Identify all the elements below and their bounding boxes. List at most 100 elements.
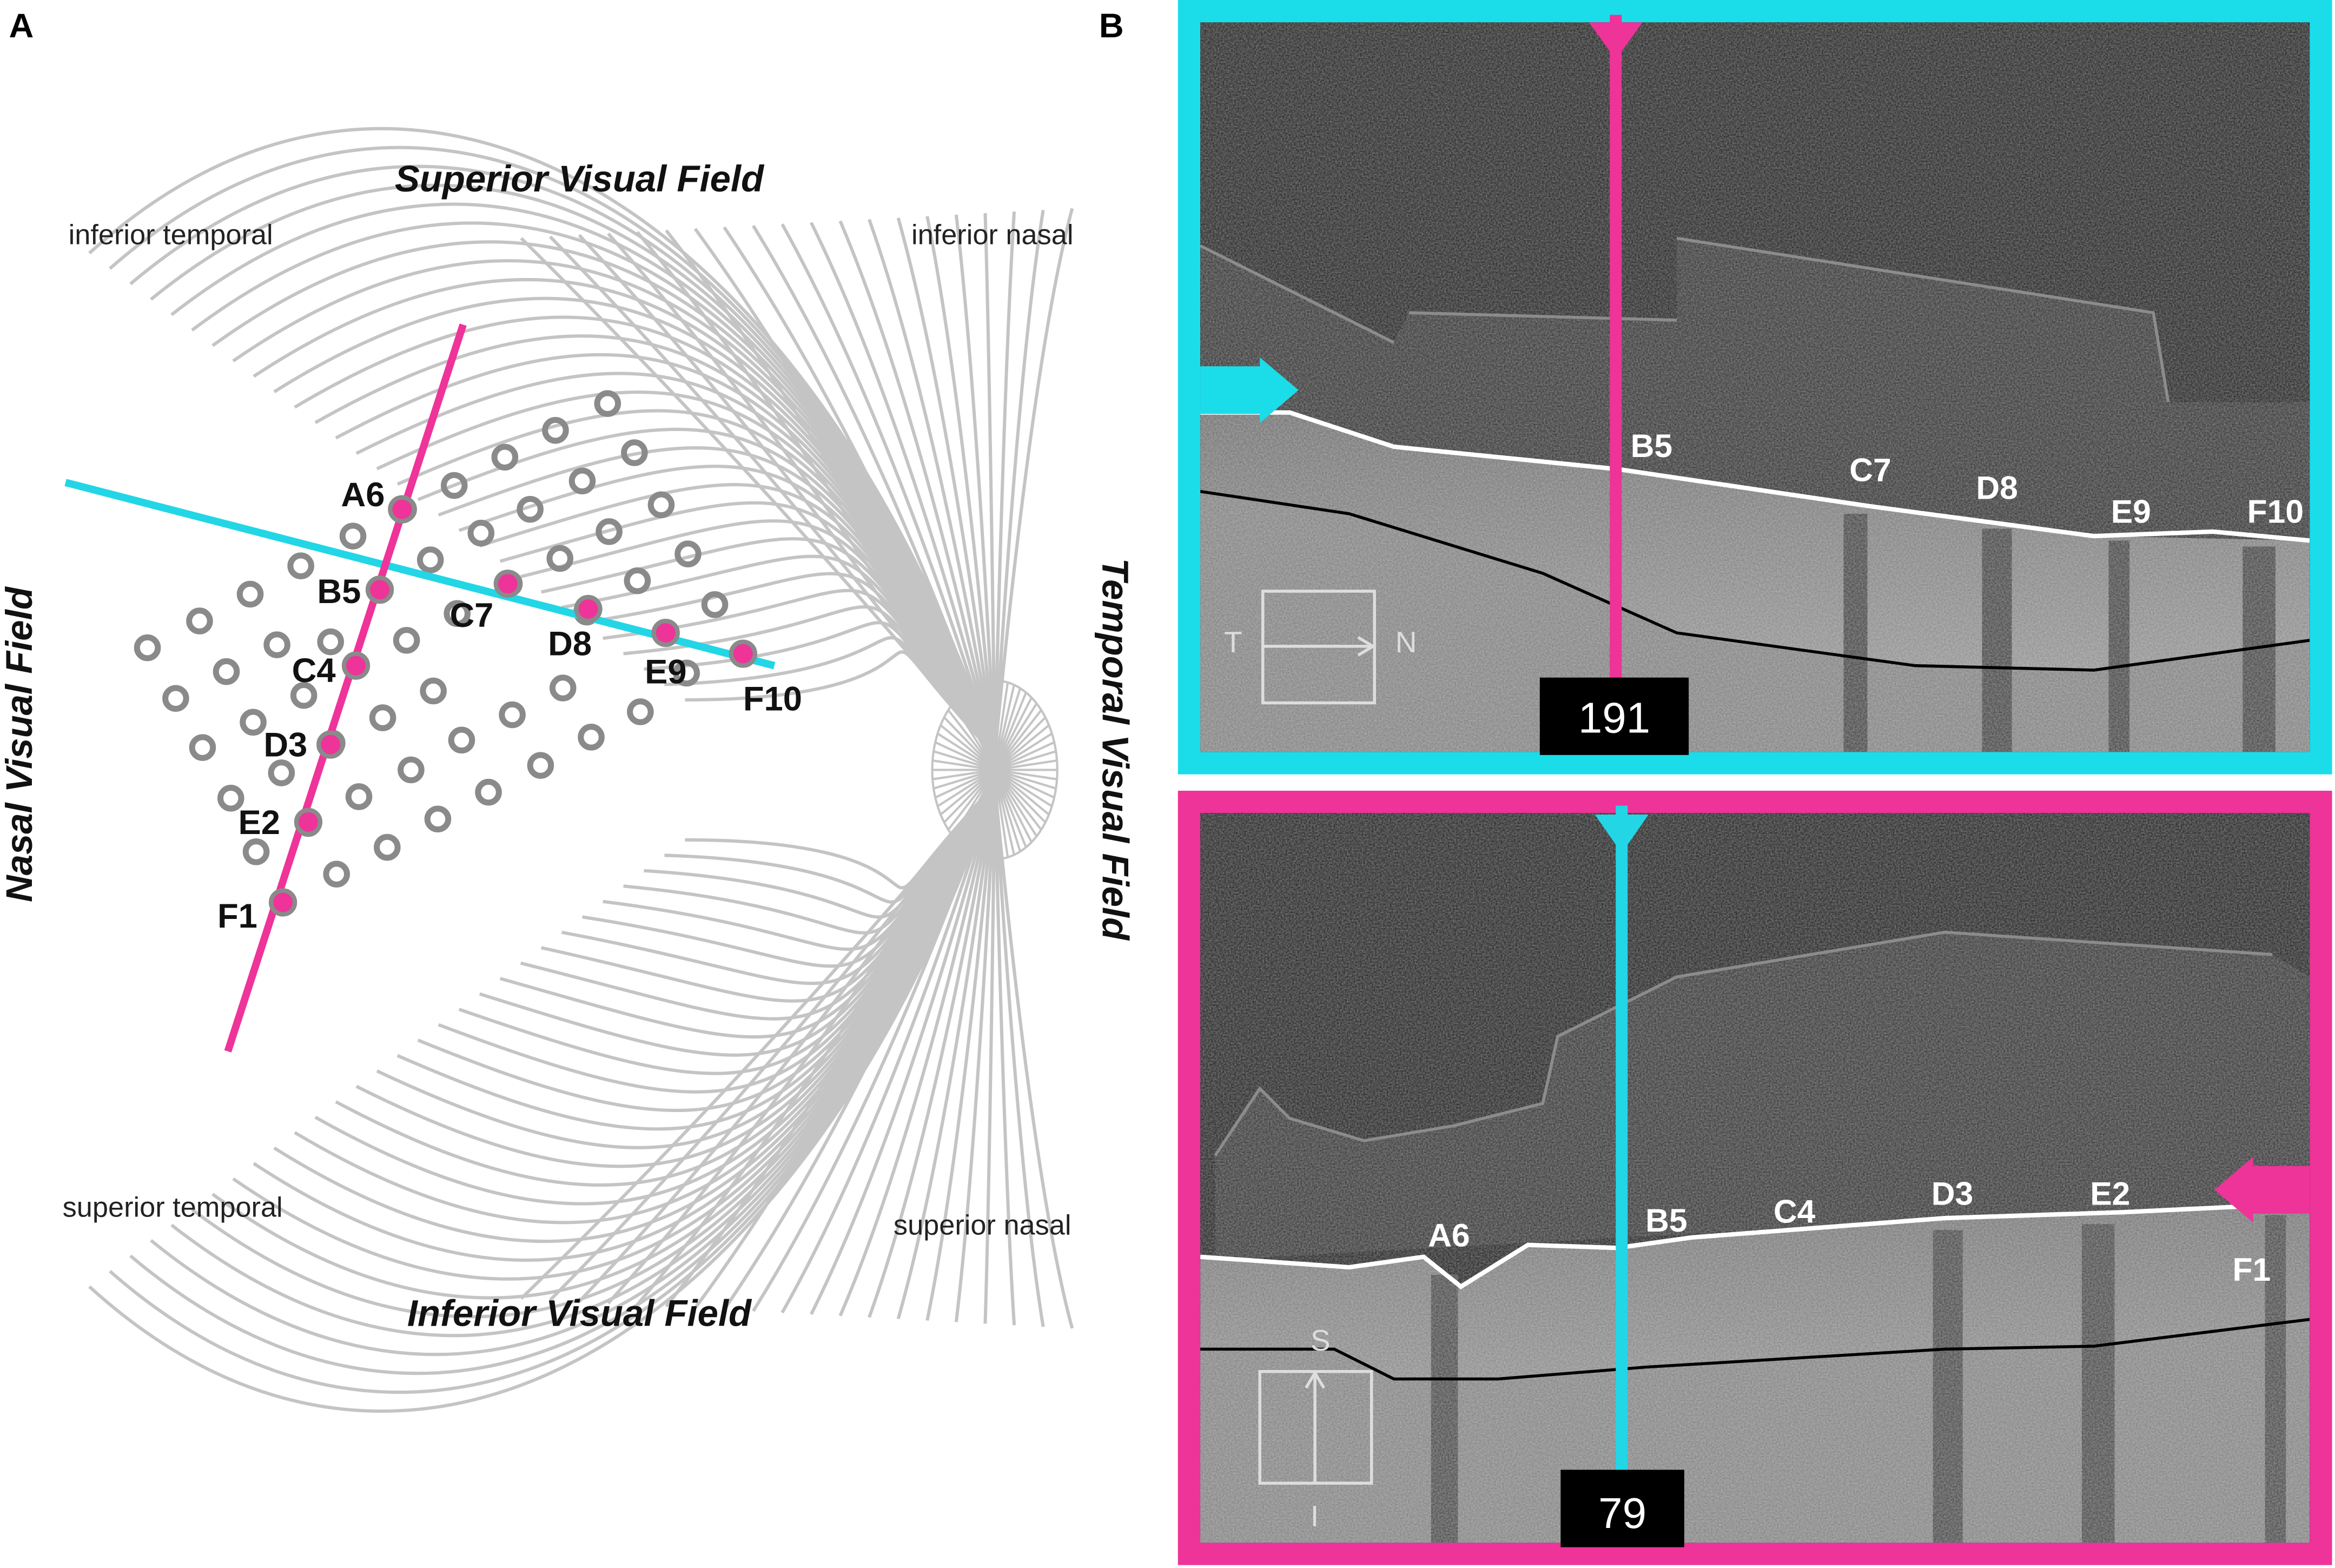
test-point-ring (624, 567, 651, 594)
point-label-f1: F1 (217, 897, 257, 935)
point-label-e2: E2 (239, 804, 280, 842)
disc-spoke (994, 769, 1027, 848)
disc-spoke (994, 684, 1015, 770)
fiber-arc-top (810, 222, 997, 756)
test-point-ring (549, 674, 577, 702)
bottom-scan-label-e2: E2 (2090, 1175, 2131, 1213)
test-point-ring (240, 709, 267, 736)
disc-spoke (994, 692, 1027, 771)
fiber-arc-top (607, 232, 996, 756)
fiber-arc-lower (623, 784, 996, 935)
bottom-compass-bottom: I (1310, 1501, 1319, 1534)
fiber-arc-upper (438, 446, 996, 756)
test-point-ring (162, 685, 189, 712)
fiber-arc-lower (458, 784, 996, 1075)
quadrant-superior-nasal: superior nasal (893, 1210, 1071, 1242)
point-label-d3: D3 (263, 726, 307, 764)
bottom-scan-label-b5: B5 (1645, 1201, 1688, 1239)
point-label-b5: B5 (317, 573, 361, 611)
scan-intersection-points (268, 495, 758, 917)
fiber-arc-bottom (925, 784, 997, 1321)
disc-spoke (957, 769, 996, 843)
bottom-scan-label-a6: A6 (1428, 1216, 1470, 1254)
test-point-ring (134, 634, 161, 661)
test-point-ring (416, 546, 444, 573)
top-scan-label-c7: C7 (1849, 451, 1891, 489)
test-point-ring (345, 783, 373, 810)
disc-spoke (943, 769, 996, 823)
disc-spoke (940, 769, 996, 816)
test-point-ring (596, 518, 623, 545)
disc-spoke (994, 769, 1057, 780)
point-label-e9: E9 (645, 653, 686, 691)
intersection-point (341, 651, 371, 680)
bottom-scan-label-f1: F1 (2232, 1251, 2271, 1288)
disc-spoke (994, 769, 1056, 790)
test-point-ring (594, 390, 621, 417)
fiber-arc-bottom (954, 784, 997, 1322)
disc-spoke (994, 687, 1022, 771)
disc-spoke (994, 769, 1047, 823)
test-point-ring (568, 467, 596, 495)
disc-spoke (943, 716, 996, 771)
test-point-ring (236, 580, 264, 608)
fiber-arc-top (520, 237, 996, 756)
fiber-arc-top (751, 224, 996, 756)
test-point-ring (578, 724, 605, 751)
disc-spoke (994, 769, 1053, 808)
test-point-ring (627, 698, 654, 725)
intersection-point (651, 618, 680, 647)
fiber-arc-bottom (636, 784, 996, 1306)
fiber-arc-lower (438, 784, 996, 1094)
fiber-arc-top (993, 211, 1016, 755)
fiber-arc-top (578, 234, 996, 756)
fiber-arc-top (993, 209, 1045, 756)
top-scan-label-e9: E9 (2111, 493, 2151, 531)
test-point-ring (527, 752, 554, 779)
test-point-ring (393, 627, 420, 654)
fiber-arc-top (983, 213, 997, 755)
fiber-arc-bottom (780, 784, 997, 1314)
test-point-ring (263, 631, 290, 658)
fiber-arc-bottom (993, 784, 1074, 1329)
fiber-arc-bottom (549, 784, 996, 1301)
intersection-point (268, 888, 297, 917)
fiber-arc-bottom (896, 784, 997, 1320)
intersection-point (388, 495, 416, 524)
test-point-ring (290, 682, 317, 709)
panel-a-letter: A (9, 6, 34, 45)
fiber-arc-bottom (693, 784, 996, 1309)
inferior-field-title: Inferior Visual Field (407, 1293, 752, 1335)
test-point-ring (499, 701, 526, 729)
fiber-arc-upper (355, 372, 996, 756)
disc-spoke (994, 750, 1056, 771)
bottom-scan-arrow (2214, 1157, 2310, 1223)
fiber-arc-bottom (520, 783, 996, 1300)
disc-spoke (994, 716, 1047, 771)
fiber-arc-bottom (993, 784, 1045, 1327)
top-scan-arrow (1200, 357, 1299, 423)
disc-spoke (932, 769, 995, 780)
fiber-arc-top (780, 223, 997, 756)
top-compass-right: N (1395, 627, 1417, 660)
disc-spoke (968, 769, 996, 852)
quadrant-superior-temporal: superior temporal (62, 1193, 283, 1225)
disc-spoke (952, 703, 996, 771)
test-point-ring (542, 416, 569, 444)
test-point-ring (448, 726, 475, 754)
disc-spoke (994, 732, 1053, 771)
test-point-ring (317, 628, 344, 656)
fiber-arc-top (665, 229, 996, 756)
disc-spoke (994, 741, 1055, 771)
top-scan-label-f10: F10 (2247, 493, 2304, 531)
disc-spoke (968, 687, 996, 771)
fiber-arc-bottom (578, 784, 996, 1303)
fiber-arc-upper (623, 605, 996, 756)
quadrant-inferior-temporal: inferior temporal (68, 220, 273, 252)
test-point-ring (673, 659, 700, 687)
disc-spoke (957, 697, 996, 771)
test-point-ring (323, 861, 350, 888)
